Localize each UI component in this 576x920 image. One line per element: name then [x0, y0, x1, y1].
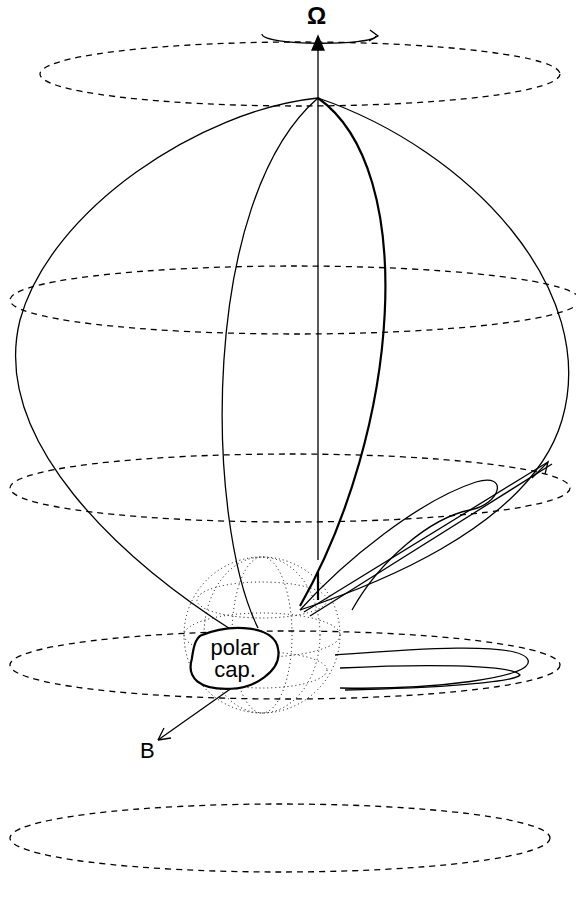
region-label: polar cap.	[190, 628, 280, 690]
field-lines	[16, 30, 569, 690]
latitude-ellipses	[10, 42, 576, 872]
neutron-star	[184, 557, 340, 713]
rotation-label: Ω	[307, 2, 326, 30]
magnetic-axis-arrow	[158, 685, 236, 740]
field-label: B	[140, 738, 155, 764]
polar-cap-region: polar cap.	[190, 628, 280, 690]
